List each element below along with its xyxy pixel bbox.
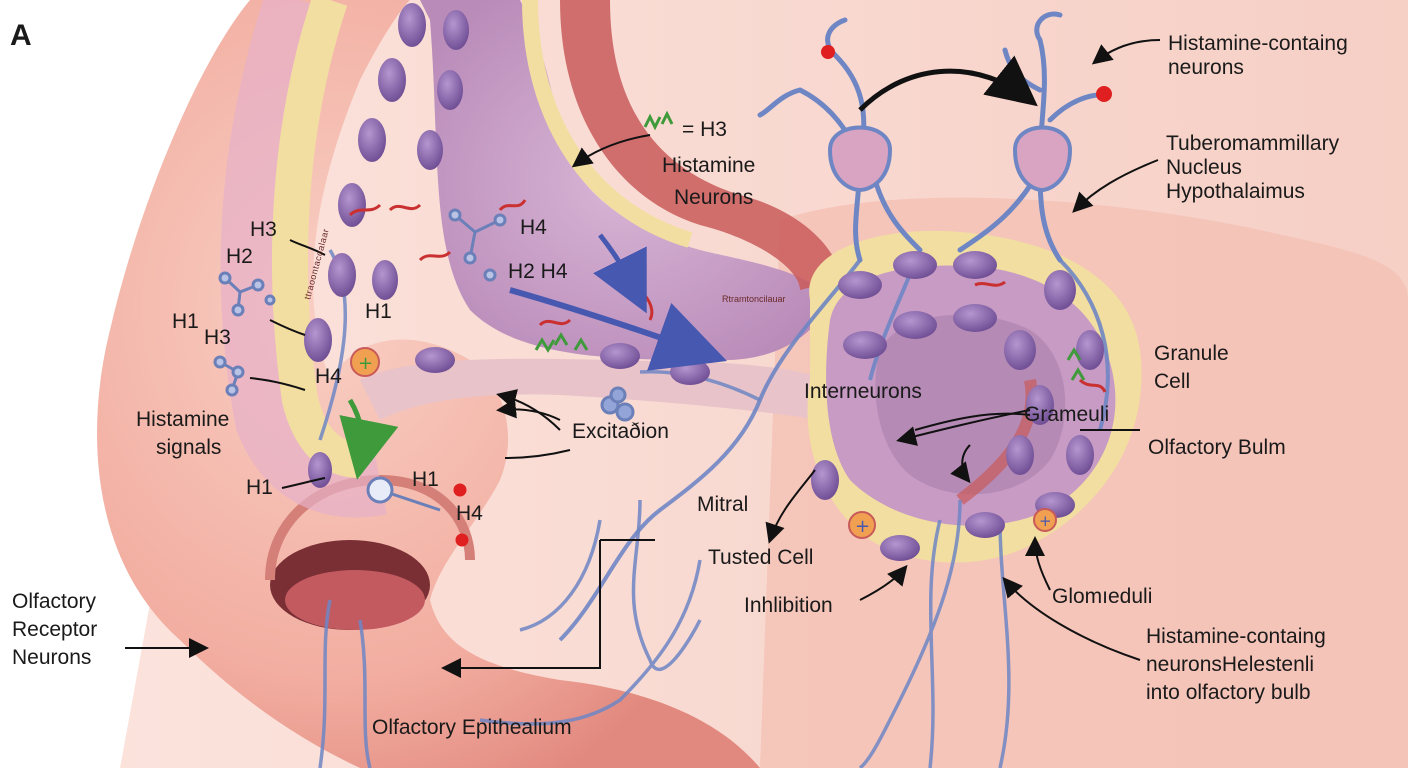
label-granule-cell-line2: Cell [1154,370,1191,393]
green-h3-receptors [534,110,1086,381]
label-tuberomammillary-line1: Tuberomammillary [1166,132,1340,155]
label-histamine-signals-line2: signals [156,436,222,459]
label-glomeduli: Glomıeduli [1052,585,1153,608]
label-interneurons: Interneurons [804,380,922,403]
legend-h3-symbol: = H3 [682,118,727,141]
svg-text:+: + [358,353,373,374]
label-olfactory-epithelium: Olfactory Epithealium [372,716,572,739]
blue-flow-arrow-1 [509,287,727,371]
label-h1-left: H1 [172,310,199,333]
label-histamine-containing-neurons-top: Histamine-containg neurons [1168,32,1348,79]
label-histamine-neurons-line2: Neurons [674,186,754,209]
label-h4-upper: H4 [520,216,547,239]
label-olfactory-bulm: Olfactory Bulm [1148,436,1286,459]
label-histamine-bottom: Histamine-containg neuronsHelestenli int… [1146,623,1326,707]
label-histamine-signals-line1: Histamine [136,408,230,431]
label-tusted-cell: Tusted Cell [708,546,814,569]
label-olfactory-receptor-neurons: Olfactory Receptor Neurons [12,588,97,672]
tiny-horizontal-text: Rtramtoncilauar [722,294,786,304]
label-h1-lower: H1 [246,476,273,499]
label-h3-left: H3 [250,218,277,241]
label-tuberomammillary: Tuberomammillary Nucleus Hypothalaimus [1166,132,1339,204]
label-h1-mid: H1 [365,300,392,323]
label-histamine-bottom-line2: neuronsHelestenli [1146,653,1315,676]
label-mitral: Mitral [697,493,749,516]
label-h3-left-b: H3 [204,326,231,349]
label-histamine-signals: Histamine signals [136,406,229,462]
neuron-to-neuron-arrow [858,55,1038,112]
label-olfactory-receptor-line1: Olfactory [12,590,97,613]
label-tuberomammillary-line2: Nucleus [1166,156,1242,179]
nasal-cavity [420,0,830,361]
label-histamine-bottom-line3: into olfactory bulb [1146,681,1311,704]
label-granule-cell-line1: Granule [1154,342,1229,365]
label-h1-lower-right: H1 [412,468,439,491]
annotation-arrows [125,39,1161,678]
svg-text:+: + [1039,512,1052,530]
label-histamine-neurons: Histamine Neurons [662,150,755,214]
blue-flow-arrow-2 [593,233,647,314]
fat-layer-left [272,0,362,478]
label-inhlibition: Inhlibition [744,594,833,617]
label-histamine-neurons-line1: Histamine [662,154,756,177]
label-grameuli: Grameuli [1024,403,1110,426]
excitation-markers: + + + [350,347,1057,539]
cells-bulb [811,251,1104,561]
label-olfactory-receptor-line2: Receptor [12,618,98,641]
green-flow-arrow [339,398,399,480]
neuron-soma-right [1012,125,1073,193]
neuron-soma-left [827,125,893,193]
label-tuberomammillary-line3: Hypothalaimus [1166,180,1305,203]
label-granule-cell: Granule Cell [1154,340,1229,396]
olfactory-axons [318,249,1011,768]
label-histamine-bottom-line1: Histamine-containg [1146,625,1326,648]
label-h2-h4: H2 H4 [508,260,568,283]
label-excitation: Excitaðion [572,420,669,443]
label-h4-lower-right: H4 [456,502,483,525]
cavity-lower [360,358,830,420]
panel-label: A [10,19,32,52]
muscle-band [560,0,840,290]
label-olfactory-receptor-line3: Neurons [12,646,92,669]
label-h4-mid: H4 [315,365,342,388]
label-h2-left: H2 [226,245,253,268]
svg-text:+: + [855,516,870,537]
histamine-molecules [213,208,635,547]
